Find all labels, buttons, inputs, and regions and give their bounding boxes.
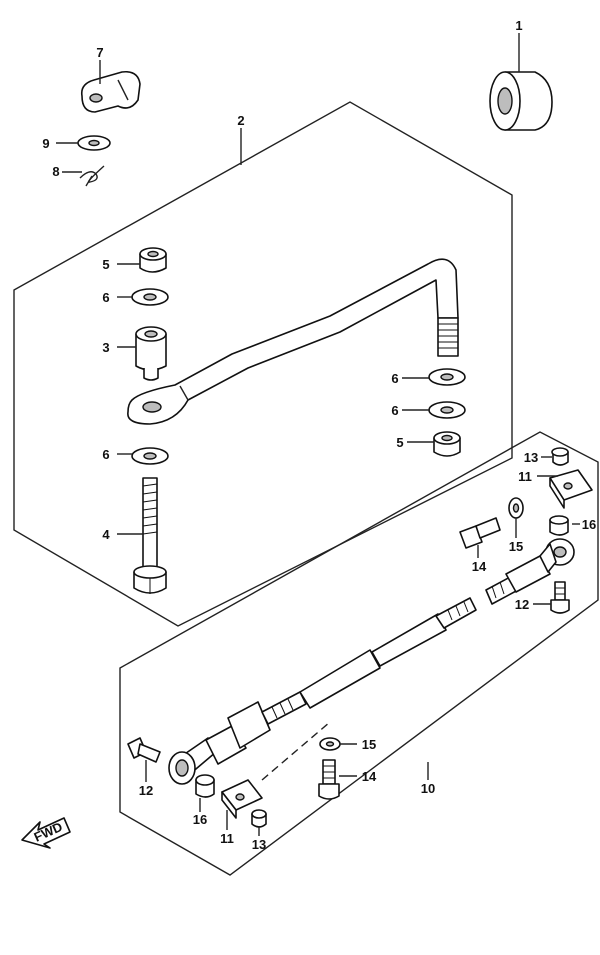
washer-part-6-lower-right[interactable] <box>428 401 466 419</box>
callout-8: 8 <box>52 164 59 179</box>
callout-13-top: 13 <box>524 450 538 465</box>
bracket-part-11-bottom[interactable] <box>221 779 263 819</box>
callout-16-bottom: 16 <box>193 812 207 827</box>
callout-6-upper-right: 6 <box>391 371 398 386</box>
callout-15-bottom: 15 <box>362 737 376 752</box>
callout-12-left: 12 <box>139 783 153 798</box>
assembly-line <box>261 721 331 781</box>
callout-5-bottom: 5 <box>396 435 403 450</box>
callout-9: 9 <box>42 136 49 151</box>
callout-11-bottom: 11 <box>220 831 234 846</box>
cable-part-10[interactable] <box>168 538 575 785</box>
nut-part-13-top[interactable] <box>551 447 569 466</box>
callout-14-bottom: 14 <box>362 769 377 784</box>
rod-group-frame <box>13 101 513 627</box>
callout-7: 7 <box>96 45 103 60</box>
nut-part-5-bottom[interactable] <box>433 431 461 457</box>
nut-part-5-top[interactable] <box>139 247 167 273</box>
bolt-part-14-top[interactable] <box>459 517 501 549</box>
callout-3: 3 <box>102 340 109 355</box>
bolt-part-4[interactable] <box>133 477 167 594</box>
callout-13-bottom: 13 <box>252 837 266 852</box>
callout-12-right: 12 <box>515 597 529 612</box>
bolt-part-12-right[interactable] <box>550 581 570 614</box>
callout-10: 10 <box>421 781 435 796</box>
callout-6-upper-left: 6 <box>102 290 109 305</box>
washer-part-6-upper-right[interactable] <box>428 368 466 386</box>
callout-11-top: 11 <box>518 469 532 484</box>
washer-part-15-bottom[interactable] <box>319 737 341 751</box>
callout-16-top: 16 <box>582 517 596 532</box>
spacer-part-16-top[interactable] <box>549 515 569 536</box>
callout-2: 2 <box>237 113 244 128</box>
collar-part-3[interactable] <box>135 326 167 381</box>
callout-1: 1 <box>515 18 522 33</box>
lever-part-7[interactable] <box>80 70 141 113</box>
spacer-part-16-bottom[interactable] <box>195 774 215 798</box>
washer-part-9[interactable] <box>77 135 111 151</box>
cable-group-frame <box>119 431 599 876</box>
leader-lines <box>56 33 580 836</box>
callouts: 1 7 9 8 2 5 6 3 6 4 6 6 5 13 11 15 16 14… <box>42 18 596 852</box>
callout-4: 4 <box>102 527 110 542</box>
drag-link-rod-part-2[interactable] <box>127 258 459 425</box>
callout-15-top: 15 <box>509 539 523 554</box>
cotter-pin-part-8[interactable] <box>79 165 105 187</box>
fwd-arrow-icon: FWD <box>21 817 71 849</box>
washer-part-15-top[interactable] <box>508 497 524 519</box>
bracket-part-11-top[interactable] <box>549 469 593 509</box>
callout-6-lower-right: 6 <box>391 403 398 418</box>
nut-part-13-bottom[interactable] <box>251 809 267 828</box>
bolt-part-12-left[interactable] <box>127 737 161 763</box>
callout-5-top: 5 <box>102 257 109 272</box>
washer-part-6-upper-left[interactable] <box>131 288 169 306</box>
callout-14-top: 14 <box>472 559 487 574</box>
bolt-part-14-bottom[interactable] <box>318 759 340 800</box>
washer-part-6-lower-left[interactable] <box>131 447 169 465</box>
bushing-part-1[interactable] <box>489 71 553 131</box>
callout-6-lower-left: 6 <box>102 447 109 462</box>
